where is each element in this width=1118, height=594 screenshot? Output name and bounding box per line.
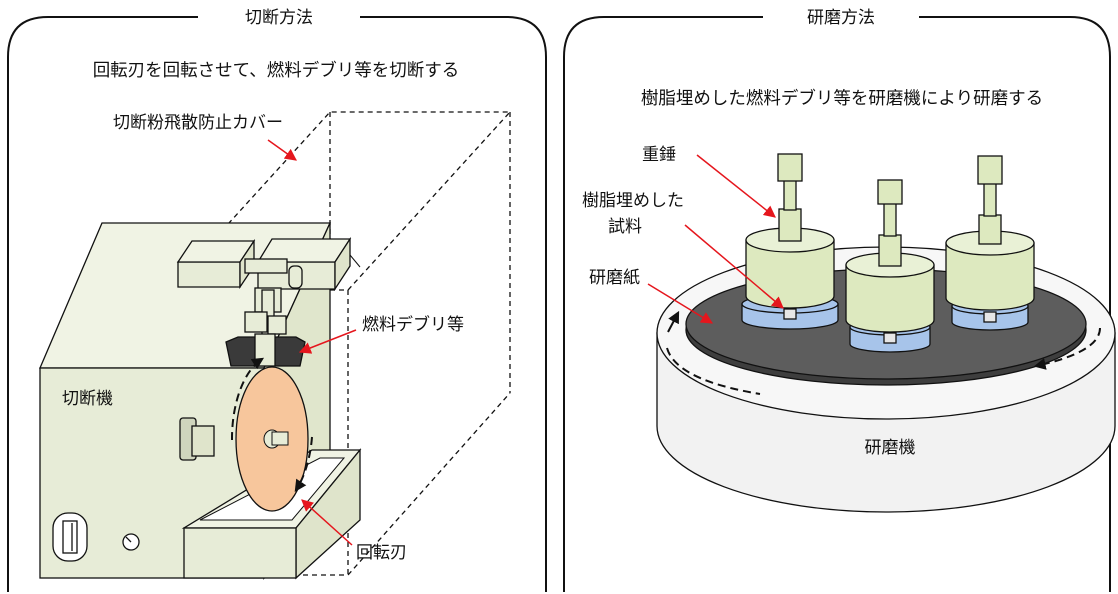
right-panel: 研磨方法 樹脂埋めした燃料デブリ等を研磨機により研磨する [563, 8, 1116, 592]
weight-label: 重錘 [642, 145, 676, 165]
right-panel-description: 樹脂埋めした燃料デブリ等を研磨機により研磨する [641, 88, 1043, 109]
right-panel-frame [563, 16, 1111, 592]
left-panel-frame [7, 16, 547, 592]
left-panel-description: 回転刃を回転させて、燃料デブリ等を切断する [93, 60, 460, 81]
left-panel-title: 切断方法 [245, 8, 313, 28]
blade-label: 回転刃 [356, 543, 407, 563]
sample-label-line2: 試料 [608, 217, 642, 237]
weight-left [741, 153, 839, 330]
polishing-paper-label: 研磨紙 [589, 268, 640, 288]
debris-label: 燃料デブリ等 [362, 314, 464, 335]
dust-cover-label: 切断粉飛散防止カバー [113, 113, 283, 133]
left-panel: 切断方法 回転刃を回転させて、燃料デブリ等を切断する [7, 8, 547, 592]
sample-label-line1: 樹脂埋めした [582, 191, 684, 211]
weight-center [845, 179, 935, 353]
polishing-machine-label: 研磨機 [865, 438, 916, 458]
right-panel-title: 研磨方法 [807, 8, 875, 28]
weight-right [945, 155, 1035, 331]
cutting-machine-label: 切断機 [62, 389, 113, 409]
rotating-blade [230, 357, 313, 512]
